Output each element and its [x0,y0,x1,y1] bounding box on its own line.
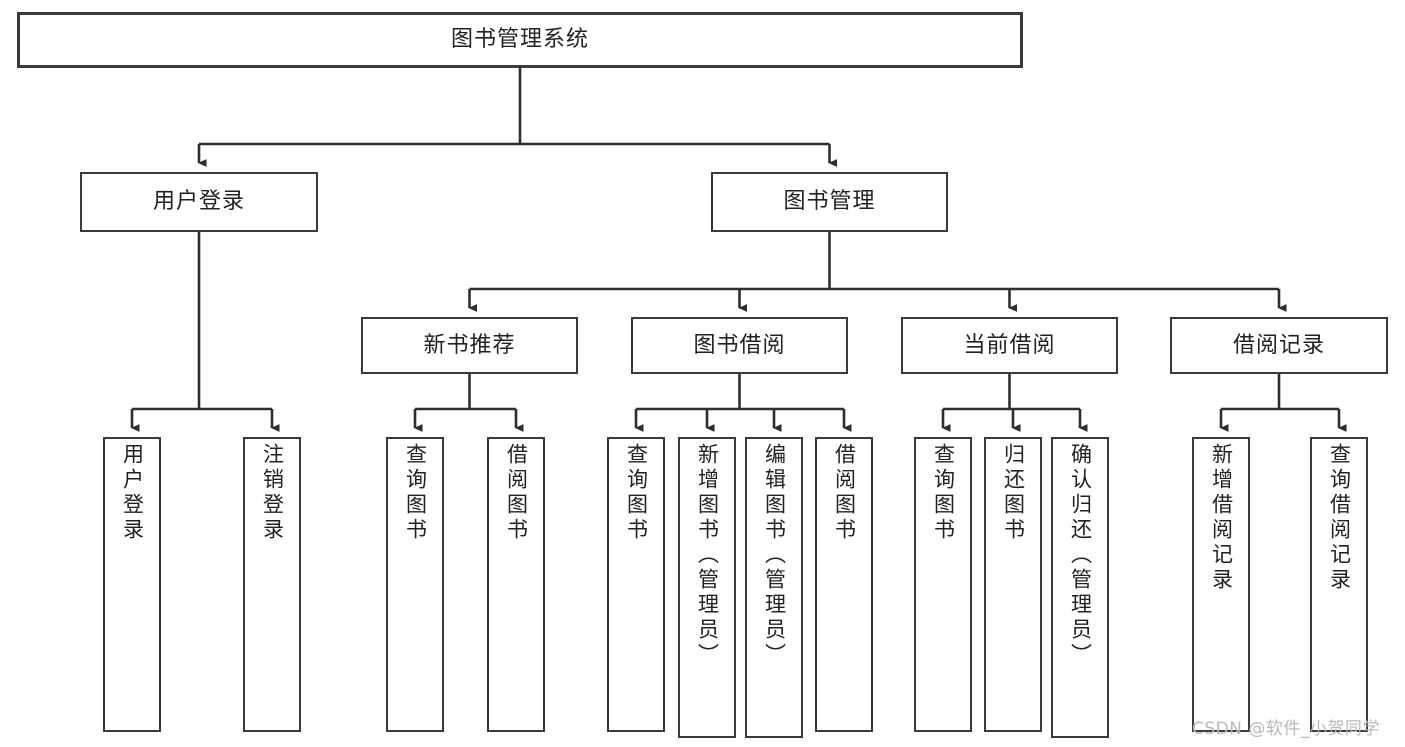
watermark-text: CSDN @软件_小贺同学 [1192,719,1380,739]
node-label: 借阅记录 [1232,332,1325,358]
node-label: 查询图书 [931,443,956,543]
node-leaf-query-book-1[interactable]: 查询图书 [386,437,444,732]
node-label: 确认归还（管理员） [1068,443,1093,668]
node-label: 当前借阅 [963,332,1056,358]
node-label: 用户登录 [120,443,145,543]
node-leaf-edit-book[interactable]: 编辑图书（管理员） [745,437,803,738]
node-leaf-logout[interactable]: 注销登录 [243,437,301,732]
node-leaf-user-login[interactable]: 用户登录 [103,437,161,732]
node-user-login[interactable]: 用户登录 [80,172,318,232]
edge-group [130,68,1347,432]
node-new-book-rec[interactable]: 新书推荐 [361,317,578,374]
node-label: 注销登录 [260,443,285,543]
node-label: 新书推荐 [423,332,516,358]
node-leaf-borrow-book-1[interactable]: 借阅图书 [487,437,545,732]
node-label: 新增借阅记录 [1209,443,1234,593]
node-book-manage[interactable]: 图书管理 [711,172,948,232]
node-root[interactable]: 图书管理系统 [17,12,1023,68]
node-leaf-add-record[interactable]: 新增借阅记录 [1192,437,1250,732]
node-label: 借阅图书 [504,443,529,543]
node-leaf-query-book-3[interactable]: 查询图书 [914,437,972,732]
node-book-borrow[interactable]: 图书借阅 [631,317,848,374]
node-label: 图书借阅 [693,332,786,358]
node-label: 编辑图书（管理员） [762,443,787,668]
node-label: 查询图书 [624,443,649,543]
node-leaf-confirm-return[interactable]: 确认归还（管理员） [1051,437,1109,738]
node-leaf-return-book[interactable]: 归还图书 [984,437,1042,732]
node-current-borrow[interactable]: 当前借阅 [901,317,1118,374]
node-label: 图书管理系统 [450,27,589,53]
node-label: 借阅图书 [832,443,857,543]
node-label: 归还图书 [1001,443,1026,543]
node-leaf-query-record[interactable]: 查询借阅记录 [1310,437,1368,732]
node-label: 查询图书 [403,443,428,543]
node-label: 图书管理 [783,189,876,215]
node-leaf-borrow-book-2[interactable]: 借阅图书 [815,437,873,732]
node-label: 用户登录 [152,189,245,215]
node-label: 查询借阅记录 [1327,443,1352,593]
node-leaf-add-book[interactable]: 新增图书（管理员） [678,437,736,738]
node-leaf-query-book-2[interactable]: 查询图书 [607,437,665,732]
node-borrow-record[interactable]: 借阅记录 [1170,317,1388,374]
node-label: 新增图书（管理员） [695,443,720,668]
